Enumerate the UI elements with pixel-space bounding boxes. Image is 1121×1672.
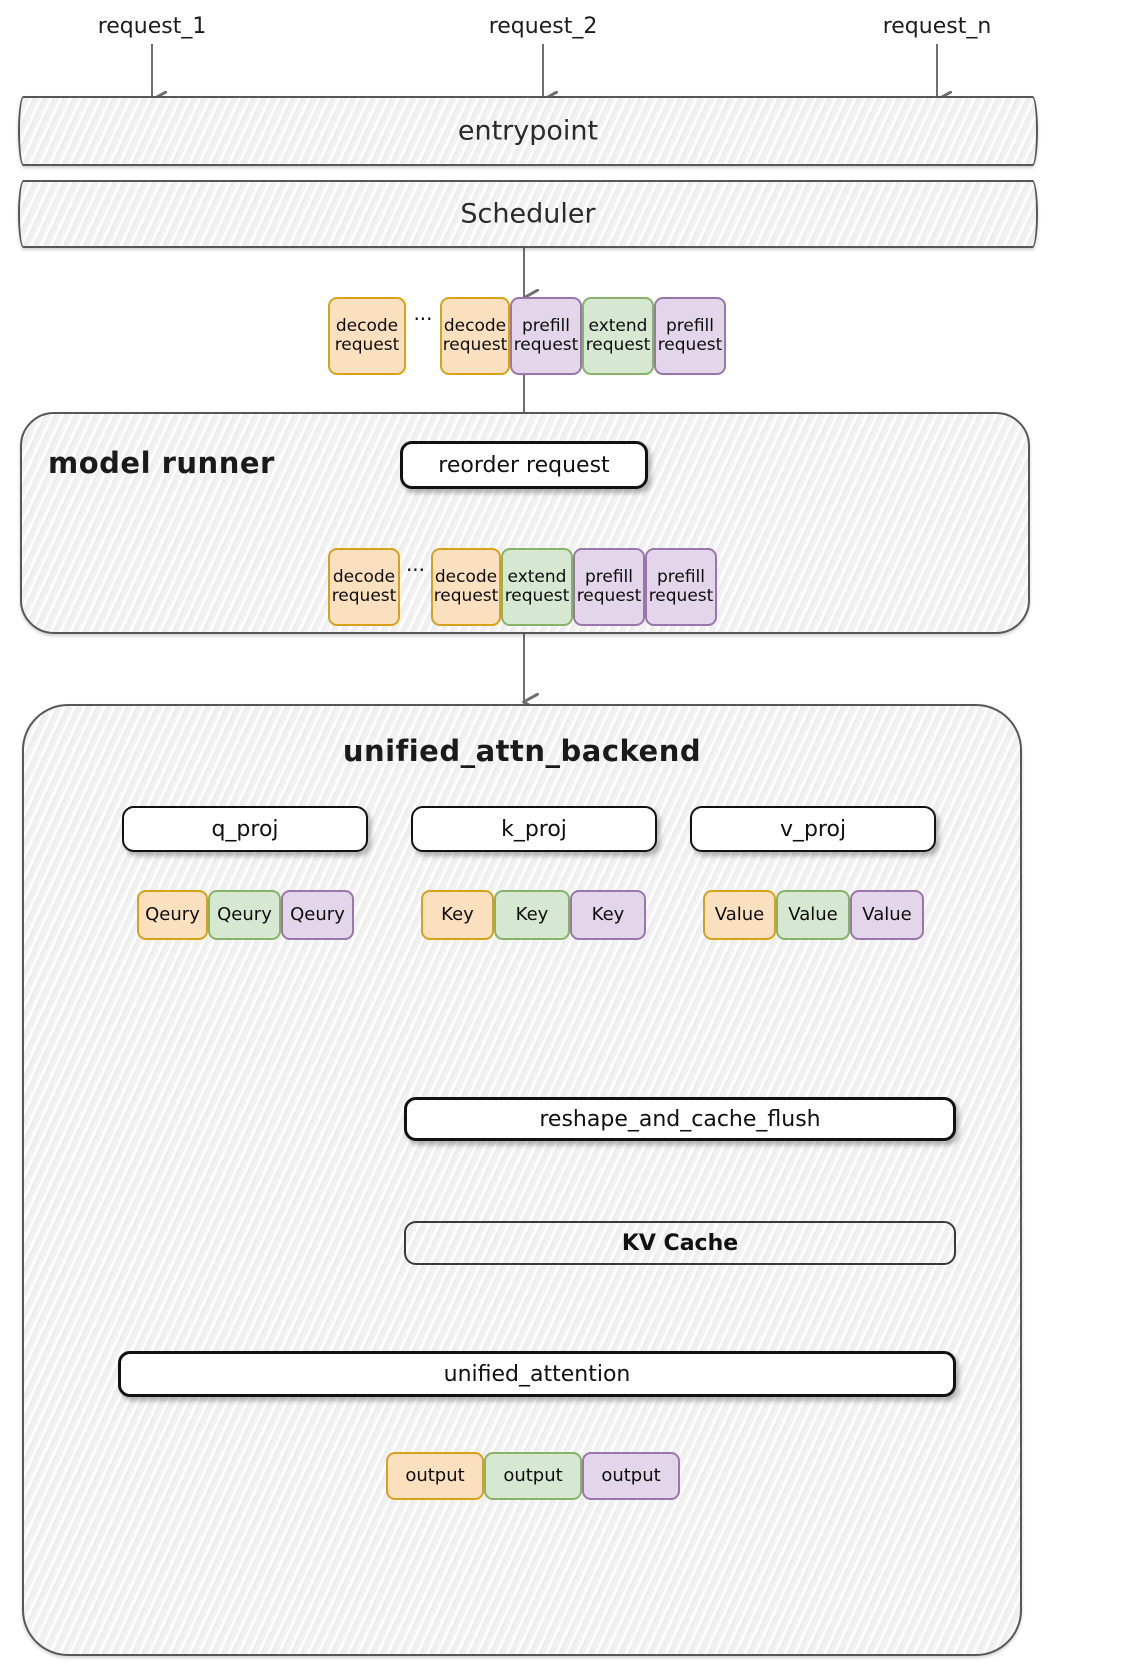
value-chip-label: Value — [788, 903, 838, 925]
query-chip-label: Qeury — [145, 903, 200, 925]
value-chip-row: Value Value Value — [703, 890, 924, 940]
q-proj-box[interactable]: q_proj — [122, 806, 368, 852]
model-runner-title: model runner — [48, 446, 275, 480]
q-proj-label: q_proj — [211, 816, 279, 842]
reordered-batch-row: decode request ... decode request extend… — [328, 548, 717, 626]
v-proj-box[interactable]: v_proj — [690, 806, 936, 852]
scheduler-batch-row: decode request ... decode request prefil… — [328, 297, 726, 375]
chip-line-1: prefill — [656, 566, 706, 587]
input-label-request-2: request_2 — [488, 14, 598, 39]
chip-line-1: extend — [507, 566, 567, 587]
value-chip-label: Value — [862, 903, 912, 925]
entrypoint-container: entrypoint — [18, 96, 1038, 166]
chip-line-1: decode — [332, 566, 396, 587]
reordered-chip-extend: extend request — [501, 548, 573, 626]
reordered-chip-decode-1: decode request — [328, 548, 400, 626]
input-label-request-1: request_1 — [97, 14, 207, 39]
chip-line-1: prefill — [584, 566, 634, 587]
k-proj-label: k_proj — [501, 816, 567, 842]
kv-cache-box[interactable]: KV Cache — [404, 1221, 956, 1265]
chip-line-2: request — [433, 586, 499, 606]
batch-chip-prefill-1: prefill request — [510, 297, 582, 375]
key-chip-orange: Key — [421, 890, 494, 940]
unified-attention-box[interactable]: unified_attention — [118, 1351, 956, 1397]
key-chip-label: Key — [441, 903, 474, 925]
batch-chip-extend: extend request — [582, 297, 654, 375]
reordered-chip-prefill-1: prefill request — [573, 548, 645, 626]
unified-attn-backend-container: unified_attn_backend — [22, 704, 1022, 1656]
v-proj-label: v_proj — [779, 816, 847, 842]
chip-line-1: prefill — [665, 315, 715, 336]
value-chip-orange: Value — [703, 890, 776, 940]
key-chip-purple: Key — [570, 890, 646, 940]
chip-line-1: extend — [588, 315, 648, 336]
reorder-request-box[interactable]: reorder request — [400, 441, 648, 489]
chip-line-2: request — [442, 335, 508, 355]
key-chip-row: Key Key Key — [421, 890, 646, 940]
query-chip-row: Qeury Qeury Qeury — [137, 890, 354, 940]
k-proj-box[interactable]: k_proj — [411, 806, 657, 852]
output-chip-purple: output — [582, 1452, 680, 1500]
chip-line-1: decode — [434, 566, 498, 587]
batch-ellipsis: ... — [406, 297, 440, 375]
chip-line-2: request — [513, 335, 579, 355]
query-chip-orange: Qeury — [137, 890, 208, 940]
chip-line-2: request — [504, 586, 570, 606]
key-chip-green: Key — [494, 890, 570, 940]
chip-line-2: request — [648, 586, 714, 606]
batch-chip-prefill-2: prefill request — [654, 297, 726, 375]
output-chip-label: output — [503, 1464, 563, 1486]
chip-line-2: request — [585, 335, 651, 355]
reordered-ellipsis: ... — [400, 548, 431, 626]
chip-line-2: request — [657, 335, 723, 355]
query-chip-label: Qeury — [290, 903, 345, 925]
unified-attention-label: unified_attention — [443, 1361, 631, 1387]
chip-line-1: prefill — [521, 315, 571, 336]
output-chip-label: output — [601, 1464, 661, 1486]
scheduler-label: Scheduler — [460, 198, 596, 230]
output-chip-label: output — [405, 1464, 465, 1486]
batch-chip-decode-1: decode request — [328, 297, 406, 375]
scheduler-container: Scheduler — [18, 180, 1038, 248]
key-chip-label: Key — [591, 903, 625, 925]
query-chip-green: Qeury — [208, 890, 281, 940]
chip-line-2: request — [334, 335, 400, 355]
output-chip-orange: output — [386, 1452, 484, 1500]
value-chip-purple: Value — [850, 890, 924, 940]
input-label-request-n: request_n — [882, 14, 992, 39]
reshape-and-cache-flush-box[interactable]: reshape_and_cache_flush — [404, 1097, 956, 1141]
unified-attn-backend-title: unified_attn_backend — [342, 734, 702, 768]
ellipsis-text: ... — [405, 552, 426, 576]
reordered-chip-prefill-2: prefill request — [645, 548, 717, 626]
output-chip-row: output output output — [386, 1452, 680, 1500]
chip-line-2: request — [331, 586, 397, 606]
chip-line-2: request — [576, 586, 642, 606]
ellipsis-text: ... — [413, 301, 433, 325]
reorder-request-label: reorder request — [438, 452, 610, 478]
output-chip-green: output — [484, 1452, 582, 1500]
chip-line-1: decode — [443, 315, 507, 336]
query-chip-label: Qeury — [217, 903, 272, 925]
query-chip-purple: Qeury — [281, 890, 354, 940]
chip-line-1: decode — [335, 315, 399, 336]
batch-chip-decode-2: decode request — [440, 297, 510, 375]
reordered-chip-decode-2: decode request — [431, 548, 501, 626]
key-chip-label: Key — [515, 903, 549, 925]
reshape-and-cache-flush-label: reshape_and_cache_flush — [539, 1106, 821, 1132]
entrypoint-label: entrypoint — [457, 115, 599, 147]
kv-cache-label: KV Cache — [621, 1230, 739, 1256]
value-chip-label: Value — [714, 903, 765, 925]
value-chip-green: Value — [776, 890, 850, 940]
